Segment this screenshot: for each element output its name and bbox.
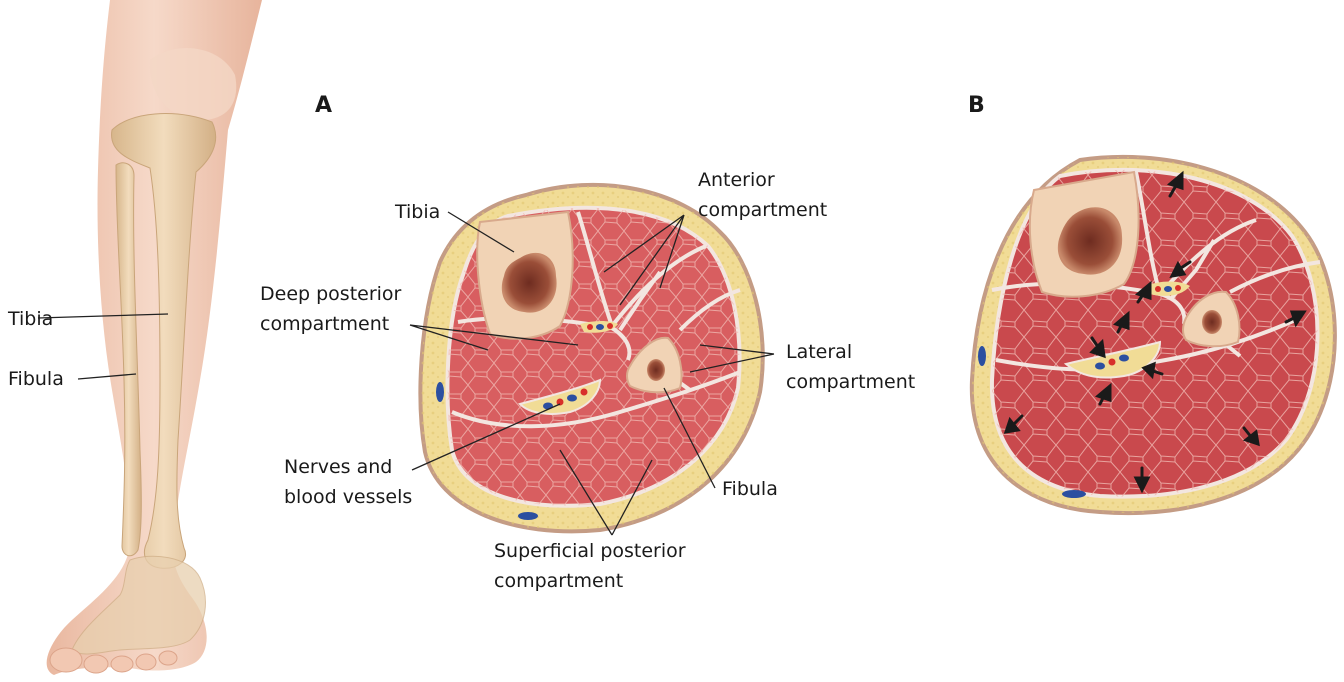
label-superficial-2: compartment (494, 570, 623, 592)
label-nerves-1: Nerves and (284, 456, 392, 478)
fibula-marrow-b (1202, 310, 1222, 334)
panel-label-b: B (968, 93, 985, 118)
superficial-vein-a2 (518, 512, 538, 520)
cross-section-b (972, 157, 1335, 513)
leg-label-fibula: Fibula (8, 368, 64, 390)
superficial-vein-b2 (1062, 490, 1086, 498)
cross-section-a (420, 185, 762, 531)
label-superficial-1: Superficial posterior (494, 540, 686, 562)
leg-illustration: Tibia Fibula (7, 0, 262, 675)
superficial-vein-b1 (978, 346, 986, 366)
superficial-vein-a1 (436, 382, 444, 402)
label-nerves-2: blood vessels (284, 486, 412, 508)
fibula-marrow-a (647, 359, 665, 381)
panel-label-a: A (315, 93, 332, 118)
label-anterior-2: compartment (698, 199, 827, 221)
label-tibia-a: Tibia (394, 201, 440, 223)
label-anterior-1: Anterior (698, 169, 775, 191)
label-deep-posterior-2: compartment (260, 313, 389, 335)
label-lateral-2: compartment (786, 371, 915, 393)
leg-label-tibia: Tibia (7, 308, 53, 330)
label-lateral-1: Lateral (786, 341, 852, 363)
label-deep-posterior-1: Deep posterior (260, 283, 402, 305)
label-fibula-a: Fibula (722, 478, 778, 500)
